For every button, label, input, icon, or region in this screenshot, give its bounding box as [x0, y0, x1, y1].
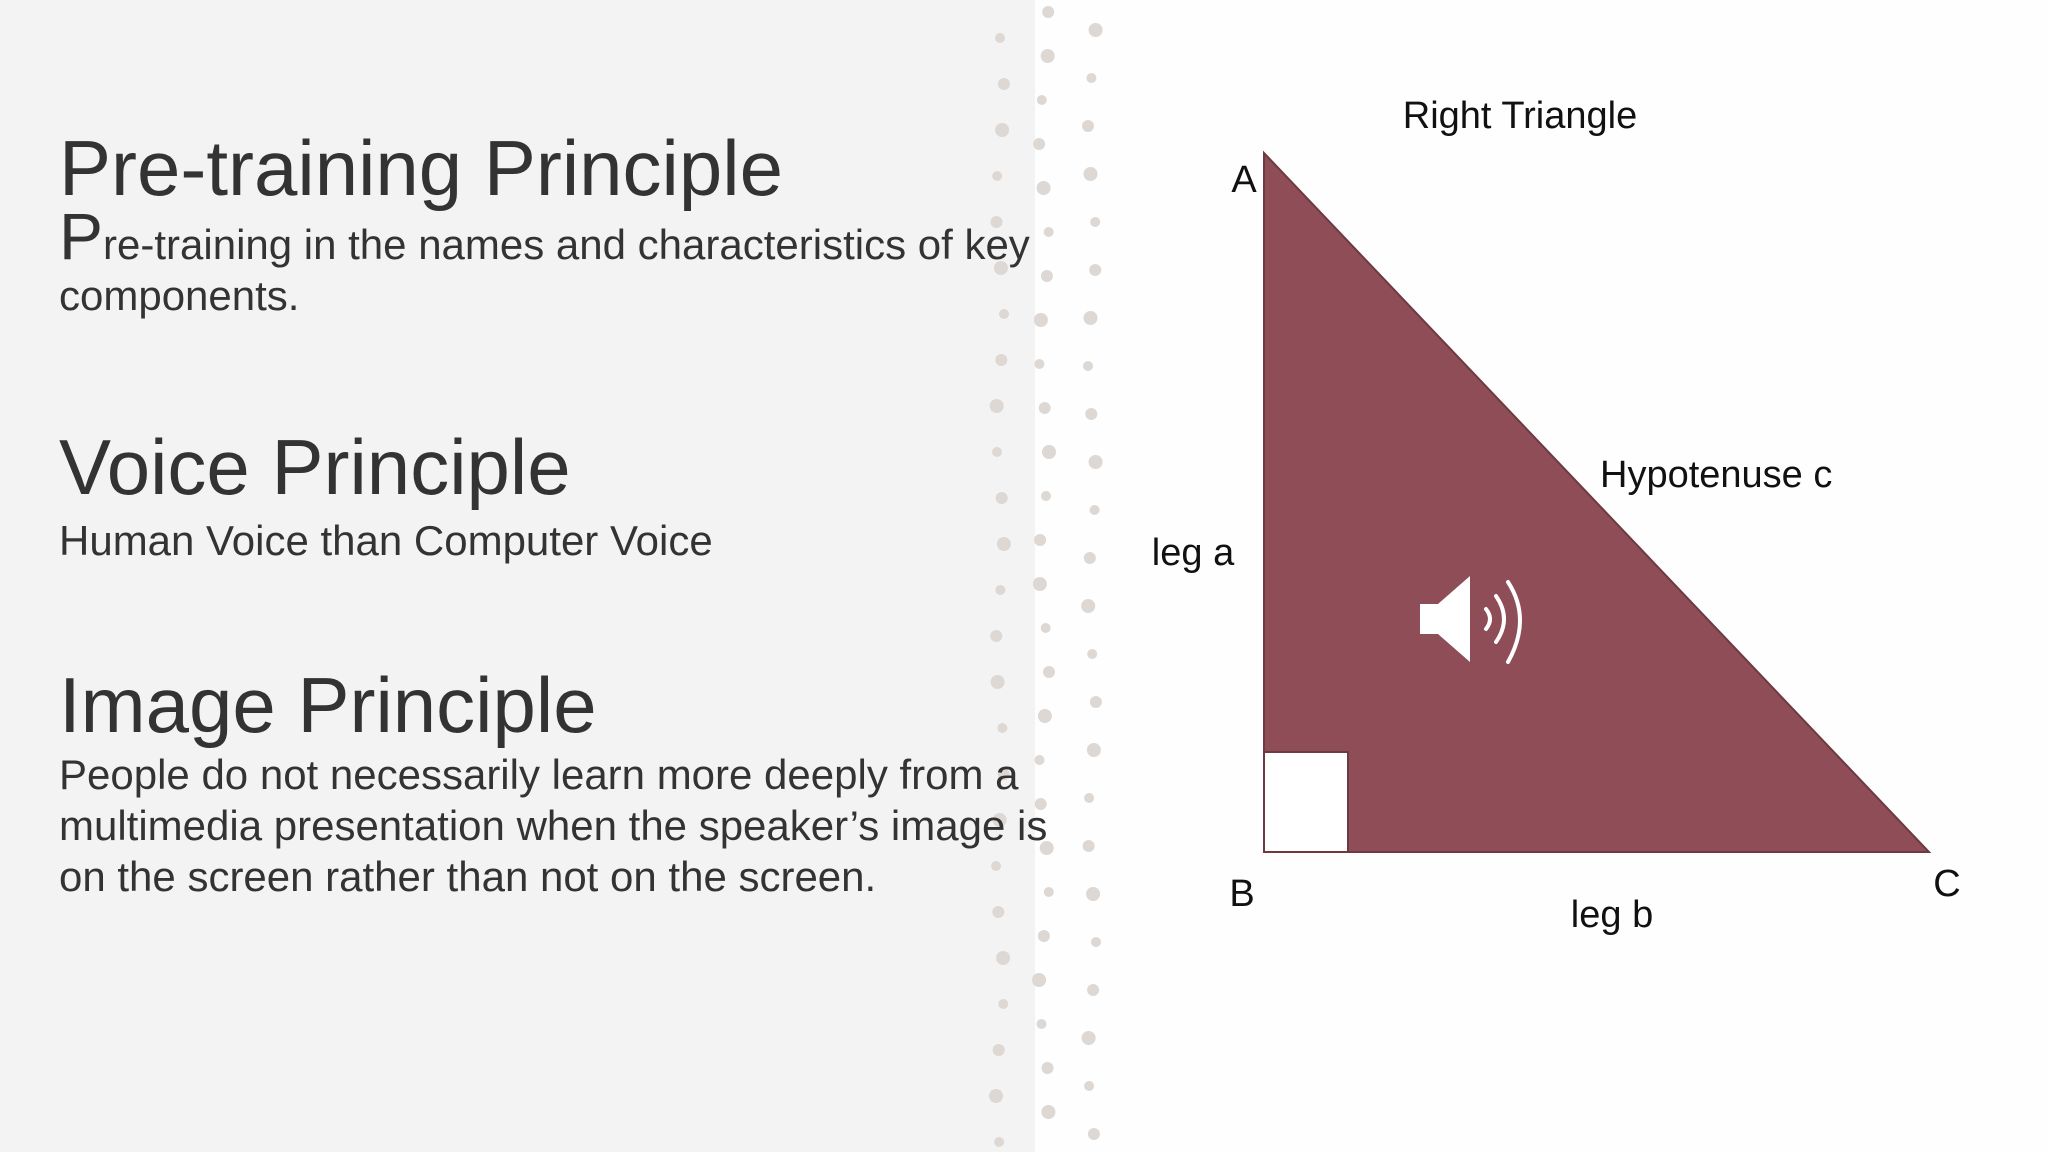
pretraining-heading: Pre-training Principle	[59, 124, 783, 212]
decorative-dot	[998, 999, 1009, 1009]
right-angle-marker	[1263, 751, 1349, 853]
dropcap: P	[59, 198, 104, 273]
decorative-dot	[990, 630, 1003, 642]
decorative-dot	[1089, 505, 1100, 515]
voice-body: Human Voice than Computer Voice	[59, 516, 713, 564]
decorative-dot	[995, 354, 1008, 366]
decorative-dot	[1081, 599, 1096, 613]
decorative-dot	[1034, 755, 1045, 765]
decorative-dot	[994, 1137, 1005, 1147]
decorative-dot	[1083, 361, 1093, 371]
image-body: People do not necessarily learn more dee…	[59, 750, 1048, 900]
decorative-dot	[995, 492, 1008, 504]
decorative-dot	[1091, 937, 1101, 947]
decorative-dot	[1042, 6, 1055, 18]
decorative-dot	[1041, 491, 1051, 501]
decorative-dot	[997, 768, 1010, 780]
decorative-dot	[1084, 793, 1095, 803]
leg-b-label: leg b	[1571, 894, 1653, 936]
decorative-dot	[1036, 1019, 1047, 1029]
decorative-dot	[992, 447, 1002, 457]
decorative-dot	[993, 261, 1008, 275]
voice-heading: Voice Principle	[59, 423, 571, 511]
decorative-dot	[1032, 577, 1047, 591]
decorative-dot	[997, 723, 1008, 733]
decorative-dot	[1040, 623, 1051, 633]
vertex-b-label: B	[1229, 873, 1254, 915]
decorative-dot	[1087, 984, 1100, 996]
decorative-dot	[1036, 95, 1047, 105]
decorative-dot	[1037, 709, 1052, 723]
decorative-dot	[1043, 887, 1054, 897]
decorative-dot	[1089, 264, 1102, 276]
decorative-dot	[1034, 534, 1047, 546]
decorative-dot	[1090, 217, 1101, 227]
decorative-dot	[1089, 696, 1102, 708]
decorative-dot	[1042, 445, 1056, 459]
decorative-dot	[1083, 167, 1098, 181]
decorative-dot	[996, 537, 1011, 551]
decorative-dot	[1086, 73, 1097, 83]
decorative-dot	[1033, 313, 1048, 327]
image-section: Image Principle People do not necessaril…	[59, 661, 1099, 902]
decorative-dot	[1041, 1062, 1054, 1074]
speaker-icon[interactable]	[1420, 576, 1522, 664]
decorative-dot	[1083, 311, 1098, 325]
decorative-dot	[1086, 887, 1101, 901]
decorative-dot	[1086, 743, 1101, 757]
decorative-dot	[1043, 227, 1054, 237]
decorative-dot	[995, 33, 1005, 43]
decorative-dot	[1087, 1128, 1100, 1140]
leg-a-label: leg a	[1152, 532, 1235, 574]
pretraining-body: Pre-training in the names and characteri…	[59, 203, 1099, 321]
decorative-dot	[1043, 666, 1055, 678]
decorative-dot	[1032, 973, 1047, 987]
decorative-dot	[992, 171, 1003, 181]
decorative-dot	[989, 399, 1004, 413]
decorative-dot	[1040, 49, 1055, 63]
decorative-dot	[1034, 798, 1047, 810]
decorative-dot	[1088, 23, 1103, 37]
decorative-dot	[1041, 1105, 1056, 1119]
decorative-dot	[1087, 649, 1098, 659]
vertex-c-label: C	[1933, 863, 1960, 905]
decorative-dot	[995, 123, 1010, 137]
decorative-dot	[996, 951, 1011, 965]
decorative-dot	[1082, 120, 1094, 132]
decorative-dot	[1039, 841, 1054, 855]
decorative-dot	[1038, 402, 1051, 414]
image-heading: Image Principle	[59, 661, 597, 749]
hypotenuse-label: Hypotenuse c	[1600, 454, 1832, 496]
decorative-dot	[992, 813, 1007, 827]
right-triangle	[1263, 150, 1932, 853]
decorative-dot	[995, 585, 1006, 595]
decorative-dot	[990, 675, 1005, 689]
vertex-a-label: A	[1231, 159, 1257, 201]
pretraining-section: Pre-training Principle Pre-training in t…	[59, 124, 1099, 321]
decorative-dot	[1085, 408, 1098, 420]
decorative-dot	[1082, 840, 1095, 852]
decorative-dot	[1088, 455, 1103, 469]
decorative-dot	[992, 906, 1005, 918]
decorative-dot	[1084, 1081, 1095, 1091]
decorative-dot	[1083, 552, 1096, 564]
decorative-dot	[1034, 359, 1045, 369]
decorative-dot	[992, 1044, 1005, 1056]
decorative-dot	[990, 216, 1003, 228]
decorative-dot	[1036, 181, 1051, 195]
decorative-dot	[991, 861, 1002, 871]
decorative-dot	[997, 78, 1010, 90]
diagram-title: Right Triangle	[1403, 95, 1637, 137]
decorative-dot	[1037, 930, 1050, 942]
left-panel	[0, 0, 1035, 1152]
decorative-dot	[1081, 1031, 1096, 1045]
pretraining-body-text: re-training in the names and characteris…	[59, 220, 1030, 319]
decorative-dot	[989, 1089, 1003, 1103]
decorative-dot	[1040, 270, 1053, 282]
decorative-dot	[999, 309, 1009, 319]
voice-section: Voice Principle Human Voice than Compute…	[59, 423, 1059, 566]
decorative-dot	[1033, 138, 1046, 150]
